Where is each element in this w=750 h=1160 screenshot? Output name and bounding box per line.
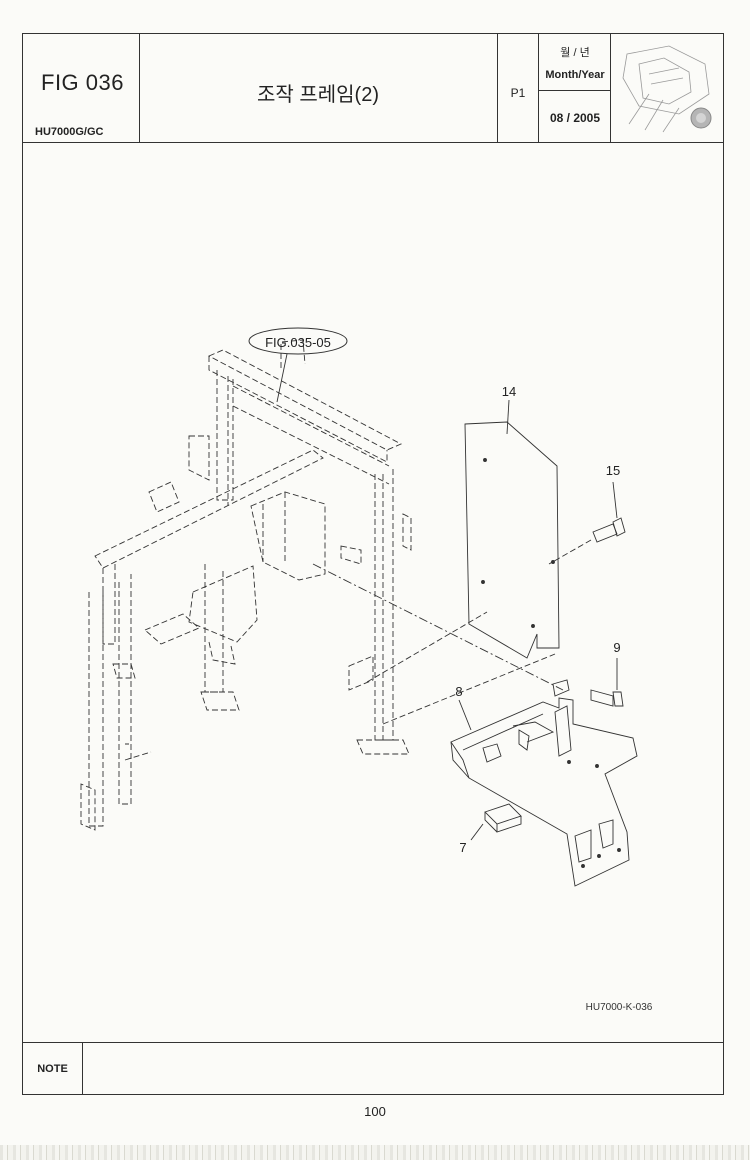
machine-thumbnail bbox=[622, 45, 712, 133]
date-cell: 월 / 년 Month/Year 08 / 2005 bbox=[539, 34, 611, 142]
note-label: NOTE bbox=[23, 1043, 83, 1095]
page-id-cell: P1 bbox=[498, 34, 539, 142]
bolt-part-15 bbox=[548, 481, 626, 565]
page-number: 100 bbox=[364, 1104, 386, 1119]
bolt-part-9 bbox=[590, 658, 624, 707]
rubber-part-7 bbox=[470, 803, 522, 841]
page-id: P1 bbox=[510, 86, 526, 100]
parts-diagram: FIG.035-05 14 15 9 8 7 HU7000-K-036 bbox=[80, 327, 653, 1013]
scan-strip bbox=[0, 1145, 750, 1160]
title-cell: 조작 프레임(2) bbox=[140, 34, 498, 142]
reference-frame-assembly bbox=[80, 339, 412, 831]
callout-7: 7 bbox=[459, 840, 466, 855]
date-label-english: Month/Year bbox=[545, 69, 605, 81]
figure-number: FIG 036 bbox=[41, 70, 124, 95]
bracket-part-8 bbox=[312, 563, 638, 887]
note-row: NOTE bbox=[23, 1042, 723, 1095]
drawing-code: HU7000-K-036 bbox=[586, 1002, 653, 1013]
figure-title: 조작 프레임(2) bbox=[257, 84, 379, 106]
header-divider bbox=[23, 142, 723, 143]
panel-part-14 bbox=[464, 421, 560, 659]
header: FIG 036 HU7000G/GC 조작 프레임(2) P1 월 / 년 Mo… bbox=[23, 34, 725, 144]
date-label-korean: 월 / 년 bbox=[560, 47, 590, 59]
date-divider bbox=[539, 90, 611, 91]
model-code: HU7000G/GC bbox=[35, 126, 104, 138]
callout-14: 14 bbox=[502, 384, 516, 399]
callout-15: 15 bbox=[606, 463, 620, 478]
callout-9: 9 bbox=[613, 640, 620, 655]
reference-leader bbox=[276, 353, 288, 403]
date-value: 08 / 2005 bbox=[549, 111, 601, 125]
reference-label: FIG.035-05 bbox=[265, 335, 331, 350]
callout-8: 8 bbox=[455, 684, 462, 699]
reference-oval bbox=[248, 327, 348, 355]
page-frame: FIG 036 HU7000G/GC 조작 프레임(2) P1 월 / 년 Mo… bbox=[22, 33, 724, 1095]
fig-cell: FIG 036 HU7000G/GC bbox=[23, 34, 140, 142]
